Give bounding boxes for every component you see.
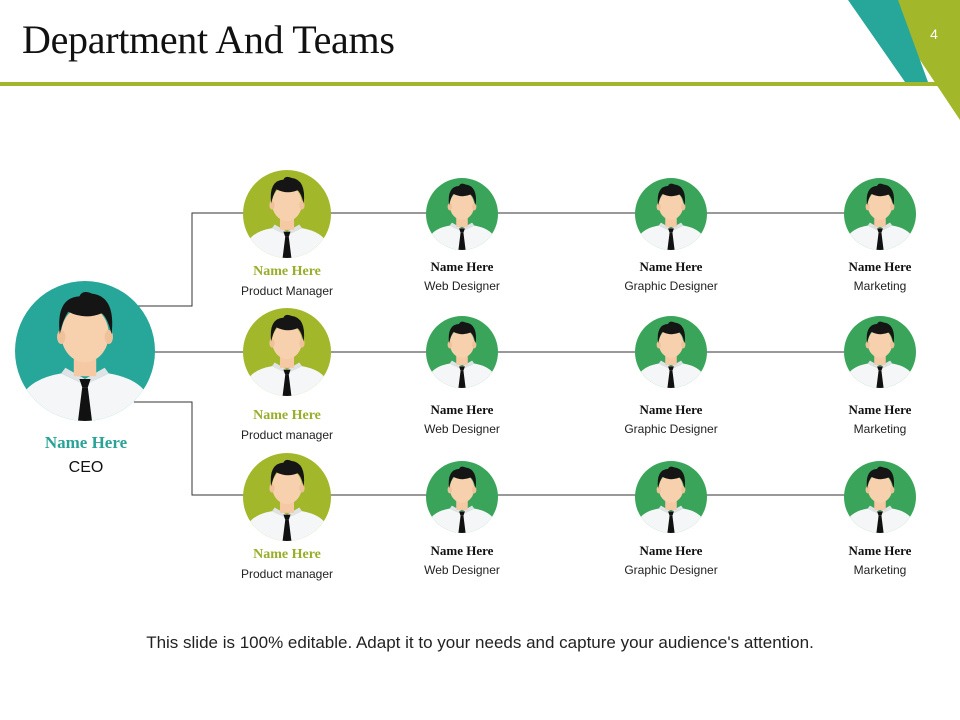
member-name: Name Here [430,402,494,417]
member-avatar [635,461,707,533]
manager-avatar [243,308,331,396]
member-avatar [635,316,707,388]
member-role: Graphic Designer [624,563,718,577]
connector-ceo-row-3 [134,401,245,496]
footer-note: This slide is 100% editable. Adapt it to… [146,633,814,652]
ceo-avatar [15,281,155,421]
member-card: Name Here Graphic Designer [586,543,756,577]
member-avatar [426,461,498,533]
manager-card: Name Here Product manager [202,547,372,581]
member-role: Graphic Designer [624,422,718,436]
ceo-role: CEO [68,459,104,476]
manager-card: Name Here Product manager [202,408,372,442]
ceo-card: Name Here CEO [0,433,172,477]
manager-name: Name Here [253,264,321,279]
member-card: Name Here Graphic Designer [586,259,756,293]
member-name: Name Here [639,543,703,558]
member-name: Name Here [848,259,912,274]
manager-avatar [243,453,331,541]
member-avatar [844,316,916,388]
member-name: Name Here [430,543,494,558]
member-card: Name Here Marketing [795,259,960,293]
member-role: Marketing [853,422,907,436]
member-role: Marketing [853,563,907,577]
member-role: Web Designer [424,279,500,293]
member-name: Name Here [639,259,703,274]
member-avatar [844,178,916,250]
member-avatar [844,461,916,533]
member-avatar [635,178,707,250]
member-card: Name Here Marketing [795,543,960,577]
page-title: Department And Teams [22,17,395,62]
member-role: Web Designer [424,563,500,577]
manager-name: Name Here [253,408,321,423]
member-card: Name Here Web Designer [377,259,547,293]
member-avatar [426,178,498,250]
member-card: Name Here Graphic Designer [586,402,756,436]
manager-role: Product manager [240,428,334,442]
page-number: 4 [930,26,938,42]
member-role: Graphic Designer [624,279,718,293]
title-underline [0,82,960,86]
ceo-name: Name Here [44,433,128,452]
manager-name: Name Here [253,547,321,562]
manager-card: Name Here Product Manager [202,264,372,298]
member-card: Name Here Web Designer [377,543,547,577]
member-name: Name Here [848,543,912,558]
member-avatar [426,316,498,388]
manager-avatar [243,170,331,258]
member-card: Name Here Marketing [795,402,960,436]
manager-role: Product manager [240,567,334,581]
manager-role: Product Manager [240,284,334,298]
member-role: Web Designer [424,422,500,436]
member-name: Name Here [639,402,703,417]
member-card: Name Here Web Designer [377,402,547,436]
member-name: Name Here [848,402,912,417]
member-name: Name Here [430,259,494,274]
connector-ceo-row-1 [134,212,245,307]
member-role: Marketing [853,279,907,293]
